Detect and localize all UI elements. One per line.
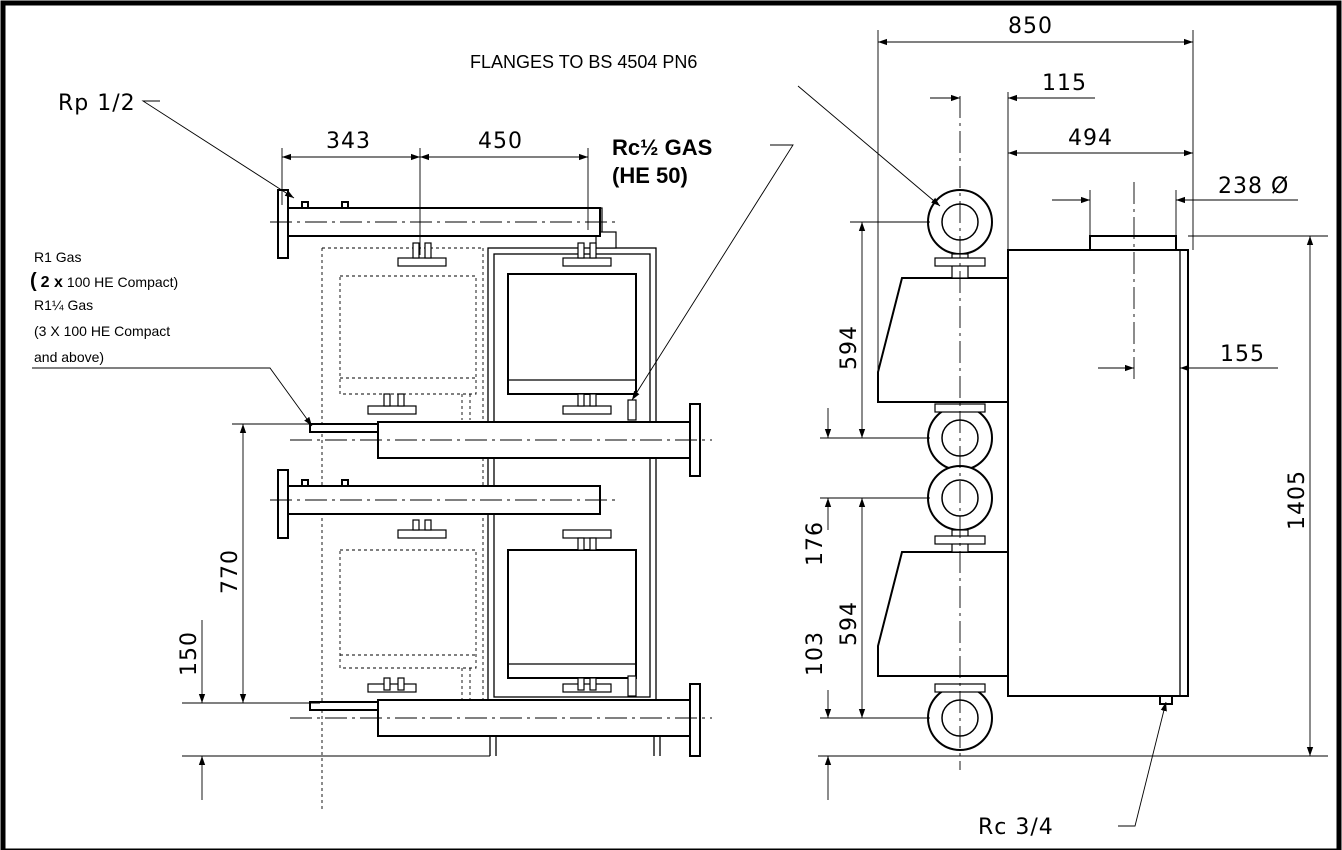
label-r1-gas: R1 Gas	[34, 249, 81, 265]
label-r1q-gas: R1¼ Gas	[34, 297, 93, 313]
dim-155: 155	[1220, 342, 1265, 367]
label-paren: (	[30, 270, 37, 292]
dim-115: 115	[1042, 71, 1087, 96]
dim-850: 850	[1008, 14, 1053, 39]
dim-343: 343	[326, 129, 371, 154]
label-compact: 100 HE Compact)	[67, 274, 178, 290]
label-r1q-compact: (3 X 100 HE Compact	[34, 323, 170, 339]
dim-450: 450	[478, 129, 523, 154]
front-view	[32, 100, 794, 810]
dim-494: 494	[1068, 126, 1113, 151]
dim-176: 176	[803, 521, 828, 566]
dim-770: 770	[218, 549, 243, 594]
label-rp-half: Rp 1/2	[58, 91, 136, 116]
dim-1405: 1405	[1285, 470, 1310, 530]
label-flanges: FLANGES TO BS 4504 PN6	[470, 52, 697, 72]
side-view	[797, 30, 1328, 827]
dim-594-bottom: 594	[837, 601, 862, 646]
dim-594-top: 594	[837, 325, 862, 370]
label-2x: 2 x	[41, 274, 63, 291]
label-rc-three-quarter: Rc 3/4	[978, 815, 1054, 840]
dim-238: 238 Ø	[1218, 174, 1289, 199]
dim-150: 150	[177, 631, 202, 676]
label-he50: (HE 50)	[612, 163, 688, 188]
dim-103: 103	[803, 631, 828, 676]
label-rc-half-gas: Rc½ GAS	[612, 135, 712, 160]
label-r1q-above: and above)	[34, 349, 104, 365]
